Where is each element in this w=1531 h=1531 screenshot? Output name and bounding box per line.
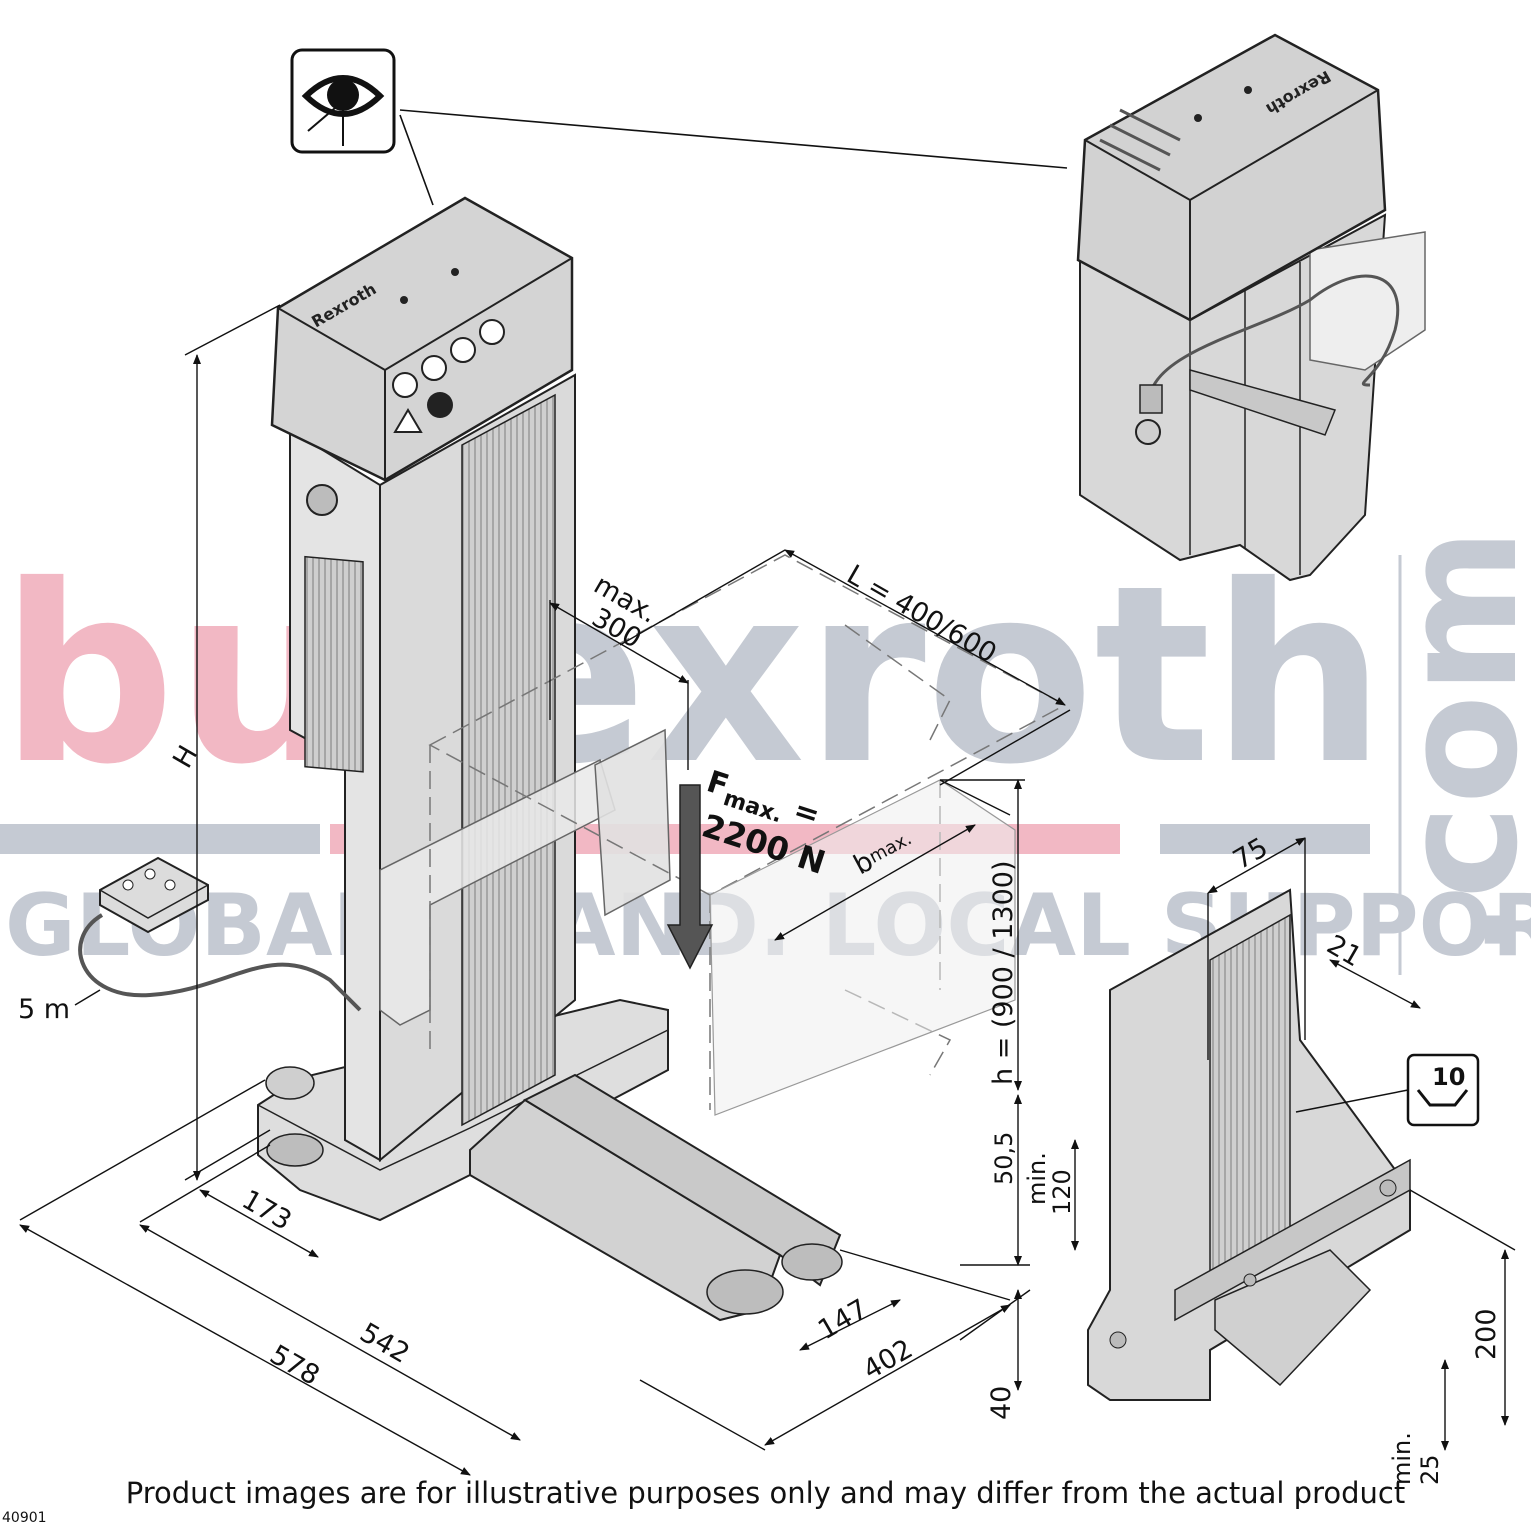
top-cover — [270, 196, 574, 482]
pendant-control — [78, 856, 362, 1012]
eye-detail-icon — [290, 48, 1068, 206]
dim-stroke-label: h = (900 / 1300) — [988, 861, 1019, 1085]
dim-min25-line2: 25 — [1416, 1454, 1444, 1485]
dim-min120-line1: min. — [1023, 1152, 1051, 1205]
pendant-cable — [78, 913, 362, 1012]
dim-542: 542 — [355, 1317, 415, 1370]
cable-length-label: 5 m — [18, 994, 70, 1025]
watermark-tld: .com — [1366, 528, 1531, 960]
detail-bottom-right — [1087, 888, 1411, 1401]
emergency-stop-icon — [306, 484, 338, 516]
drawing-code: 40901 — [2, 1510, 47, 1526]
dim-402: 402 — [858, 1333, 918, 1386]
vent-grille — [304, 555, 364, 773]
profile-ribs — [461, 393, 556, 1127]
dim-147: 147 — [813, 1293, 873, 1346]
dim-50-5: 50,5 — [990, 1132, 1018, 1185]
carriage-block — [594, 728, 671, 917]
force-arrow — [666, 784, 714, 970]
detail-top-cover — [1076, 33, 1387, 322]
dimension-lines — [19, 304, 1516, 1476]
cable-clip — [1189, 369, 1337, 436]
dim-200: 200 — [1471, 1308, 1502, 1360]
dim-173: 173 — [237, 1184, 297, 1237]
connector-box — [1309, 231, 1426, 371]
wrench-size-icon: 10 — [1295, 1053, 1480, 1127]
detail-top-right: Rexroth — [1076, 33, 1426, 582]
main-column-unit: Rexroth — [257, 196, 1067, 1322]
dim-578: 578 — [265, 1339, 325, 1392]
dim-40: 40 — [986, 1386, 1017, 1420]
watermark-bar-left — [0, 824, 320, 854]
wrench-size-label: 10 — [1432, 1063, 1465, 1091]
disclaimer-text: Product images are for illustrative purp… — [125, 1476, 1406, 1510]
warning-labels — [392, 319, 505, 433]
dim-min25-line1: min. — [1388, 1432, 1416, 1485]
dim-min120-line2: 120 — [1048, 1169, 1076, 1215]
